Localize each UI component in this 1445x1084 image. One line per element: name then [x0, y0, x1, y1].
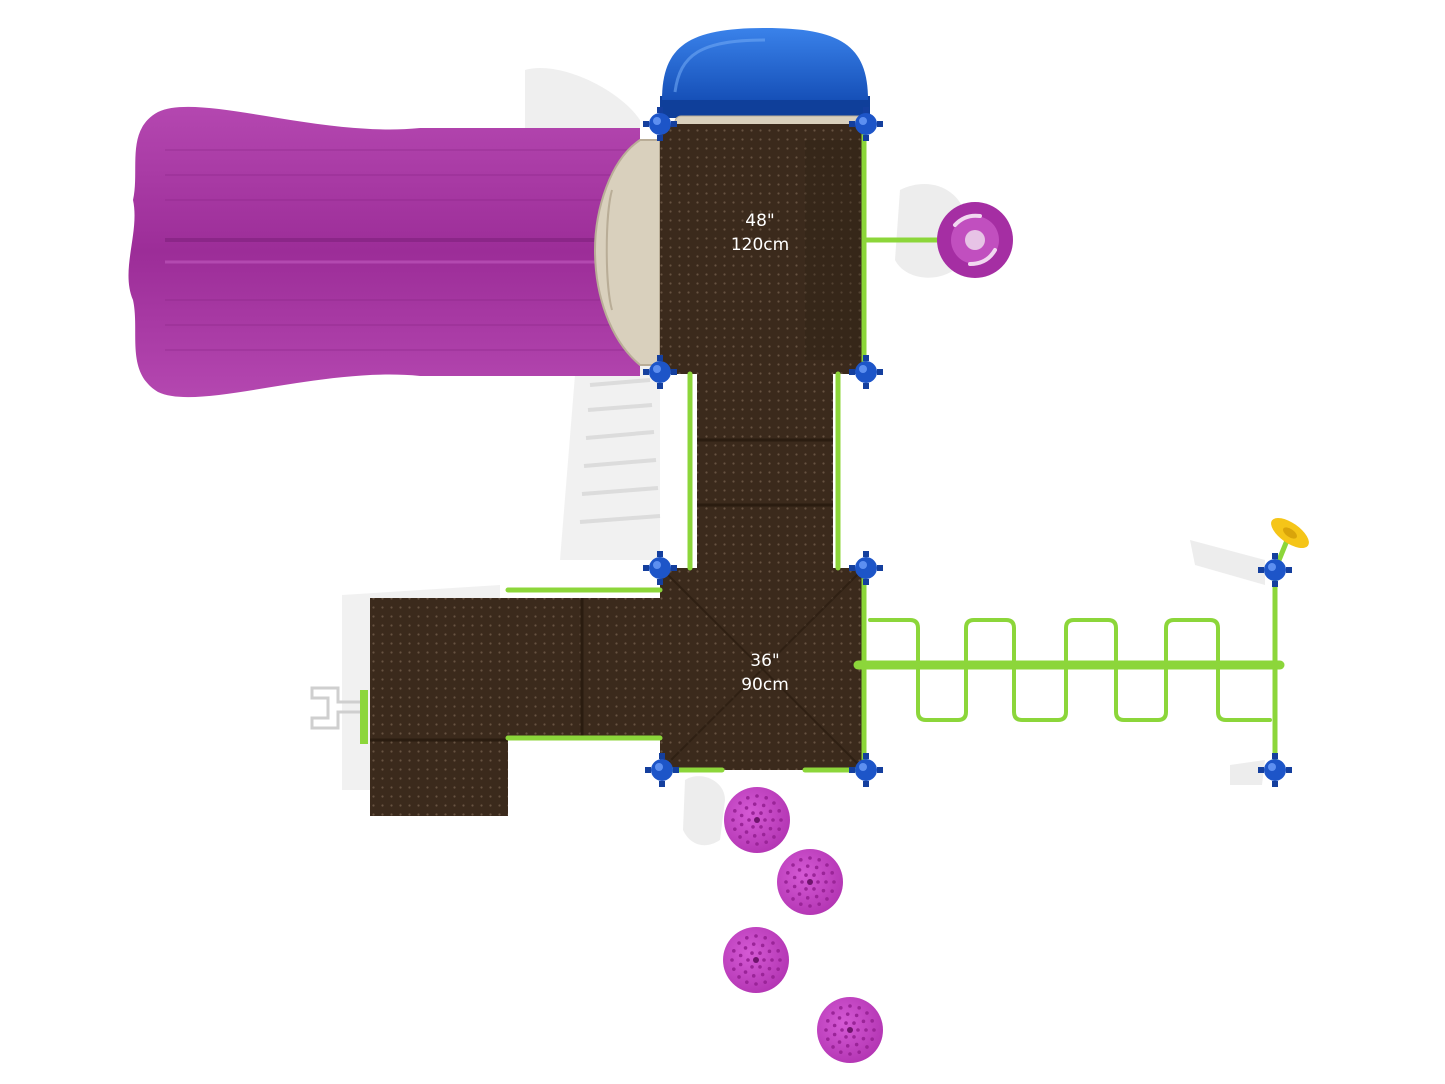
stepping-stone-icon — [723, 927, 789, 993]
stepping-stones — [723, 787, 883, 1063]
clamp — [849, 551, 883, 585]
clamp — [849, 107, 883, 141]
clamp-icon — [643, 107, 1292, 787]
deck-lower — [660, 568, 864, 770]
roof-icon — [660, 28, 870, 118]
lower-deck-height-cm: 90cm — [741, 675, 789, 695]
stepping-stone-icon — [724, 787, 790, 853]
upper-deck-height-cm: 120cm — [731, 235, 789, 255]
stepping-stone-icon — [777, 849, 843, 915]
slide-hood — [593, 139, 661, 366]
monkey-bars — [868, 618, 1272, 722]
side-steps — [370, 598, 660, 816]
clamp — [849, 753, 883, 787]
lower-deck-height-in: 36" — [750, 651, 779, 671]
clamp — [849, 355, 883, 389]
stepping-stone-icon — [817, 997, 883, 1063]
clamp — [645, 753, 679, 787]
upper-deck-height-in: 48" — [745, 211, 774, 231]
side-handle — [310, 686, 368, 744]
bridge-deck — [697, 374, 833, 568]
clamp — [643, 107, 677, 141]
clamp — [1258, 753, 1292, 787]
slide-icon — [128, 106, 640, 398]
frame-rails — [505, 121, 1278, 773]
ladder-shadow — [579, 378, 661, 524]
spinner-icon — [937, 202, 1013, 278]
clamp — [1258, 553, 1292, 587]
clamp — [643, 355, 677, 389]
deck-upper — [660, 124, 864, 374]
clamp — [643, 551, 677, 585]
